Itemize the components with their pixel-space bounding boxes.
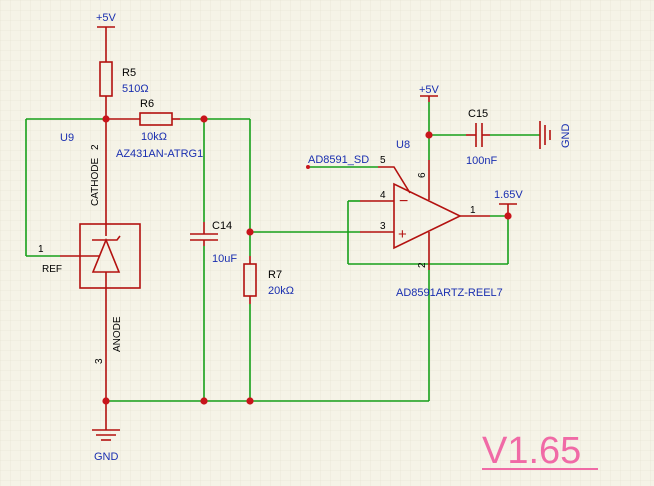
u8-pin6-num: 6 [417, 172, 428, 178]
components [60, 26, 551, 441]
junction-gnd-r7 [246, 397, 254, 405]
c15-value: 100nF [466, 155, 497, 167]
junction-gnd-c14 [200, 397, 208, 405]
u8-pin2-num: 2 [417, 262, 428, 268]
r5-value: 510Ω [122, 83, 149, 95]
r5-designator: R5 [122, 67, 136, 79]
u8-pin1-num: 1 [470, 205, 476, 216]
u8-minus-sign: − [399, 193, 408, 210]
u9-designator: U9 [60, 132, 74, 144]
u9-pin-anode-label: ANODE [112, 316, 123, 352]
junction-r6-c14 [200, 115, 208, 123]
net-shutdown: AD8591_SD [308, 154, 369, 166]
u9-diode-bar [92, 235, 121, 241]
junction-output [504, 212, 512, 220]
u8-pin5-num: 5 [380, 155, 386, 166]
junction-r5-r6 [102, 115, 110, 123]
junction-vcc-c15 [425, 131, 433, 139]
u8-part: AD8591ARTZ-REEL7 [396, 287, 503, 299]
c15-designator: C15 [468, 108, 488, 120]
net-gnd-cap: GND [560, 124, 572, 149]
u8-pin4-num: 4 [380, 190, 386, 201]
u8-designator: U8 [396, 139, 410, 151]
net-gnd-left: GND [94, 451, 119, 463]
u8-pin5-lead [378, 166, 411, 194]
r7-designator: R7 [268, 269, 282, 281]
net-vcc-opamp: +5V [419, 84, 440, 96]
u9-pin-anode-num: 3 [94, 358, 105, 364]
junctions [102, 115, 512, 405]
u9-pin-ref-label: REF [42, 264, 62, 275]
version-label: V1.65 [482, 430, 581, 472]
u9-pin-ref-num: 1 [38, 244, 44, 255]
net-vcc-top: +5V [96, 12, 117, 24]
junction-gnd-anode [102, 397, 110, 405]
c14-designator: C14 [212, 220, 232, 232]
u8-body [393, 182, 462, 250]
u8-pin3-num: 3 [380, 221, 386, 232]
u9-part: AZ431AN-ATRG1 [116, 148, 203, 160]
u9-pin-cathode-label: CATHODE [90, 158, 101, 206]
wires [25, 102, 540, 402]
u9-pin-cathode-num: 2 [90, 144, 101, 150]
r6-designator: R6 [140, 98, 154, 110]
r6-value: 10kΩ [141, 131, 167, 143]
junction-sd-end [306, 165, 310, 169]
junction-divider [246, 228, 254, 236]
r7-value: 20kΩ [268, 285, 294, 297]
labels: +5V +5V GND GND 1.65V AD8591_SD R5 510Ω … [38, 12, 598, 472]
c14-value: 10uF [212, 253, 237, 265]
u8-plus-sign: + [398, 226, 407, 243]
net-output: 1.65V [494, 189, 523, 201]
